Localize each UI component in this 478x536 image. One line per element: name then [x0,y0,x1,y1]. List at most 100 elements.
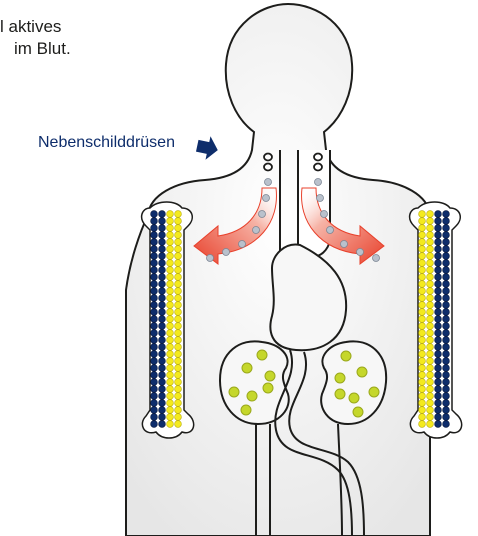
mineral-dot [427,386,434,393]
mineral-dot [151,421,158,428]
mineral-dot [427,218,434,225]
mineral-dot [167,400,174,407]
mineral-dot [443,274,450,281]
mineral-dot [167,274,174,281]
mineral-dot [151,414,158,421]
mineral-dot [167,323,174,330]
mineral-dot [175,337,182,344]
kidney-left [220,341,289,424]
mineral-dot [167,302,174,309]
mineral-dot [427,421,434,428]
mineral-dot [151,246,158,253]
mineral-dot [151,309,158,316]
mineral-dot [435,379,442,386]
mineral-dot [159,253,166,260]
mineral-dot [151,288,158,295]
mineral-dot [435,351,442,358]
mineral-dot [427,295,434,302]
mineral-dot [159,330,166,337]
mineral-dot [427,253,434,260]
mineral-dot [159,295,166,302]
mineral-dot [159,323,166,330]
mineral-dot [443,316,450,323]
mineral-dot [427,274,434,281]
mineral-dot [175,351,182,358]
mineral-dot [151,274,158,281]
mineral-dot [419,260,426,267]
mineral-dot [159,386,166,393]
mineral-dot [419,379,426,386]
mineral-dot [419,288,426,295]
mineral-dot [159,218,166,225]
mineral-dot [159,260,166,267]
mineral-dot [443,407,450,414]
mineral-dot [159,400,166,407]
mineral-dot [151,365,158,372]
mineral-dot [443,344,450,351]
mineral-dot [427,393,434,400]
mineral-dot [419,400,426,407]
mineral-dot [443,372,450,379]
mineral-dot [151,344,158,351]
mineral-dot [159,267,166,274]
mineral-dot [435,218,442,225]
mineral-dot [167,267,174,274]
mineral-dot [167,379,174,386]
mineral-dot [443,246,450,253]
mineral-dot [159,337,166,344]
mineral-dot [427,414,434,421]
mineral-dot [435,372,442,379]
mineral-dot [427,246,434,253]
mineral-dot [167,316,174,323]
mineral-dot [427,323,434,330]
mineral-dot [175,323,182,330]
mineral-dot [151,316,158,323]
mineral-dot [159,246,166,253]
mineral-dot [419,274,426,281]
mineral-dot [151,323,158,330]
mineral-dot [419,344,426,351]
mineral-dot [443,253,450,260]
mineral-dot [151,239,158,246]
mineral-dot [435,225,442,232]
mineral-dot [175,267,182,274]
mineral-dot [443,358,450,365]
mineral-dot [435,393,442,400]
mineral-dot [419,309,426,316]
mineral-dot [159,365,166,372]
mineral-dot [419,211,426,218]
mineral-dot [175,239,182,246]
mineral-dot [175,400,182,407]
mineral-dot [175,288,182,295]
mineral-dot [175,379,182,386]
mineral-dot [175,225,182,232]
mineral-dot [167,358,174,365]
mineral-dot [151,407,158,414]
mineral-dot [167,246,174,253]
mineral-dot [167,344,174,351]
mineral-dot [159,316,166,323]
mineral-dot [427,232,434,239]
mineral-dot [435,309,442,316]
mineral-dot [175,218,182,225]
mineral-dot [167,211,174,218]
mineral-dot [159,414,166,421]
mineral-dot [419,295,426,302]
mineral-dot [159,225,166,232]
mineral-dot [419,358,426,365]
mineral-dot [175,260,182,267]
mineral-dot [443,239,450,246]
mineral-dot [427,281,434,288]
mineral-dot [167,414,174,421]
mineral-dot [175,232,182,239]
mineral-dot [159,211,166,218]
mineral-dot [167,239,174,246]
mineral-dot [435,302,442,309]
mineral-dot [419,225,426,232]
mineral-dot [159,281,166,288]
mineral-dot [175,393,182,400]
mineral-dot [443,225,450,232]
mineral-dot [427,211,434,218]
mineral-dot [419,386,426,393]
